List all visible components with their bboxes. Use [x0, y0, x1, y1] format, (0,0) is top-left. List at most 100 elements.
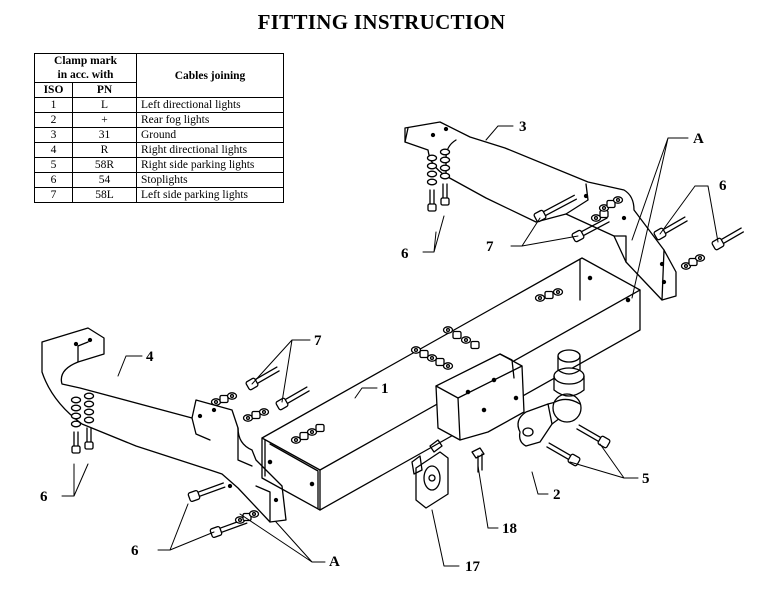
page-title: FITTING INSTRUCTION [257, 10, 506, 34]
callout-part-1: 1 [381, 381, 389, 397]
washer-hole [309, 429, 315, 435]
bolt-head [84, 441, 94, 450]
washer [410, 346, 422, 354]
bolt-head [427, 203, 437, 212]
washer [83, 408, 95, 416]
washer [258, 408, 270, 416]
washer [70, 412, 82, 420]
washer [70, 420, 82, 428]
desc-cell: Right directional lights [136, 142, 284, 158]
washer-hole [429, 355, 435, 361]
right-side-bracket [404, 121, 677, 301]
washer [426, 178, 438, 186]
washer [442, 362, 454, 370]
clamp-mark-header-line1: Clamp mark [54, 55, 117, 67]
washer-hole [537, 295, 543, 301]
callout-part-7-left: 7 [314, 333, 322, 349]
nut [315, 423, 325, 433]
washer [70, 404, 82, 412]
washer-hole [213, 399, 219, 405]
callout-part-4: 4 [146, 349, 154, 365]
washer [534, 294, 546, 302]
bolt-shaft [576, 217, 610, 239]
bolt-shaft [73, 431, 79, 447]
washer-hole [445, 327, 451, 333]
callout-a-bottom: A [329, 554, 340, 570]
callout-a-top: A [693, 131, 704, 147]
washer [242, 414, 254, 422]
nut [219, 394, 229, 404]
washer-hole [463, 337, 469, 343]
bolt-head [533, 209, 547, 223]
washer [426, 170, 438, 178]
callout-part-17: 17 [465, 559, 481, 575]
nut [435, 357, 445, 367]
bolt-head [711, 237, 725, 251]
callout-labels: 3 4 1 2 5 6 6 6 6 7 7 A A 18 17 [40, 119, 727, 575]
pn-cell: 58L [72, 187, 137, 203]
table-header-row: Clamp mark in acc. with Cables joining [34, 53, 284, 98]
washer-hole [251, 511, 257, 517]
fastener-set [70, 148, 744, 539]
clamp-mark-header: Clamp mark in acc. with [34, 53, 137, 83]
callout-part-3: 3 [519, 119, 527, 135]
bolt-shaft [538, 194, 578, 219]
washer-hole [229, 393, 235, 399]
washer [460, 336, 472, 344]
cables-joining-header: Cables joining [136, 53, 284, 98]
washer [83, 400, 95, 408]
bolt-shaft [86, 427, 92, 443]
socket-mounting-bolt [471, 447, 485, 473]
nut [688, 257, 698, 267]
washer-hole [413, 347, 419, 353]
bolt-head [209, 525, 223, 539]
callout-part-6-left: 6 [40, 489, 48, 505]
washer [694, 254, 706, 262]
desc-cell: Stoplights [136, 172, 284, 188]
nut [470, 340, 480, 350]
washer-hole [593, 215, 599, 221]
washer-hole [445, 363, 451, 369]
electrical-socket [411, 439, 449, 509]
clamp-mark-header-line2: in acc. with [57, 69, 114, 81]
washer-hole [293, 437, 299, 443]
callout-part-6-top-right: 6 [719, 178, 727, 194]
nut [544, 290, 554, 300]
callout-part-6-top: 6 [401, 246, 409, 262]
desc-cell: Right side parking lights [136, 157, 284, 173]
washer [439, 172, 451, 180]
nut [251, 410, 261, 420]
tow-ball-assembly [517, 349, 585, 447]
callout-part-6-bottom: 6 [131, 543, 139, 559]
washer [426, 354, 438, 362]
washer [426, 162, 438, 170]
washer [290, 436, 302, 444]
washer-hole [245, 415, 251, 421]
washer [83, 416, 95, 424]
bolt-head [440, 197, 450, 206]
washer [442, 326, 454, 334]
nut [419, 349, 429, 359]
washer-hole [697, 255, 703, 261]
washer [552, 288, 564, 296]
cable-wiring-table: Clamp mark in acc. with Cables joining I… [34, 53, 284, 203]
callout-part-5: 5 [642, 471, 650, 487]
washer [83, 392, 95, 400]
pn-header: PN [72, 82, 137, 98]
callout-part-18: 18 [502, 521, 517, 537]
callout-part-2: 2 [553, 487, 561, 503]
nut [299, 431, 309, 441]
leader-lines [61, 125, 719, 567]
pn-cell: 58R [72, 157, 137, 173]
washer [439, 164, 451, 172]
washer [306, 428, 318, 436]
bolt-shaft [442, 183, 448, 199]
bolt-head [275, 397, 289, 411]
nut [452, 330, 462, 340]
bolt-head [71, 445, 81, 454]
washer-hole [555, 289, 561, 295]
